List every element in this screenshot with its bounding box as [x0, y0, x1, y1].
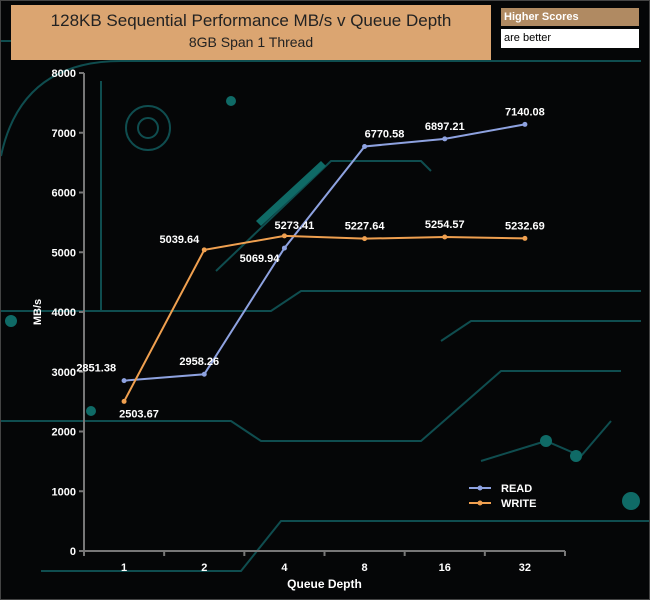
data-label: 5227.64 [345, 221, 386, 233]
data-point-write [362, 236, 368, 242]
series-line-read [124, 123, 526, 382]
x-tick-label: 32 [519, 562, 531, 574]
data-label: 6897.21 [425, 121, 465, 133]
legend-marker-write [477, 500, 483, 506]
x-tick-label: 1 [121, 562, 127, 574]
data-point-write [201, 247, 207, 253]
data-point-read [362, 143, 368, 149]
data-point-read [121, 378, 127, 384]
data-label: 2503.67 [119, 408, 159, 420]
data-point-read [442, 136, 448, 142]
legend-label-write: WRITE [501, 498, 536, 510]
data-label: 2851.38 [76, 363, 116, 375]
data-label: 6770.58 [365, 128, 405, 140]
y-tick-label: 7000 [52, 128, 76, 140]
data-point-read [281, 245, 287, 251]
legend-label-read: READ [501, 483, 532, 495]
x-tick-label: 8 [362, 562, 368, 574]
data-label: 5232.69 [505, 220, 545, 232]
y-tick-label: 0 [70, 546, 76, 558]
x-tick-label: 16 [439, 562, 451, 574]
y-axis-title: MB/s [32, 299, 44, 325]
y-tick-label: 6000 [52, 188, 76, 200]
y-tick-label: 4000 [52, 307, 76, 319]
chart-subtitle: 8GB Span 1 Thread [188, 34, 314, 50]
data-point-write [442, 234, 448, 240]
y-tick-label: 2000 [52, 427, 76, 439]
x-axis-title: Queue Depth [287, 577, 362, 591]
data-label: 2958.26 [179, 356, 219, 368]
y-tick-label: 3000 [52, 367, 76, 379]
data-point-write [281, 233, 287, 239]
data-point-read [522, 121, 528, 127]
data-point-write [121, 398, 127, 404]
data-label: 5069.94 [240, 253, 281, 265]
y-tick-label: 5000 [52, 247, 76, 259]
chart-title: 128KB Sequential Performance MB/s v Queu… [50, 11, 452, 30]
are-better-badge: are better [501, 29, 639, 48]
x-tick-label: 4 [281, 562, 288, 574]
data-point-read [201, 371, 207, 377]
y-tick-label: 1000 [52, 486, 76, 498]
data-label: 5273.41 [275, 220, 315, 232]
data-point-write [522, 235, 528, 241]
series-line-write [123, 234, 525, 402]
legend-marker-read [477, 485, 483, 491]
chart-title-box: 128KB Sequential Performance MB/s v Queu… [11, 5, 491, 60]
x-tick-label: 2 [201, 562, 207, 574]
higher-scores-badge: Higher Scores [501, 8, 639, 26]
data-label: 5254.57 [425, 219, 465, 231]
data-label: 5039.64 [159, 234, 200, 246]
data-label: 7140.08 [505, 106, 545, 118]
y-tick-label: 8000 [52, 68, 76, 80]
